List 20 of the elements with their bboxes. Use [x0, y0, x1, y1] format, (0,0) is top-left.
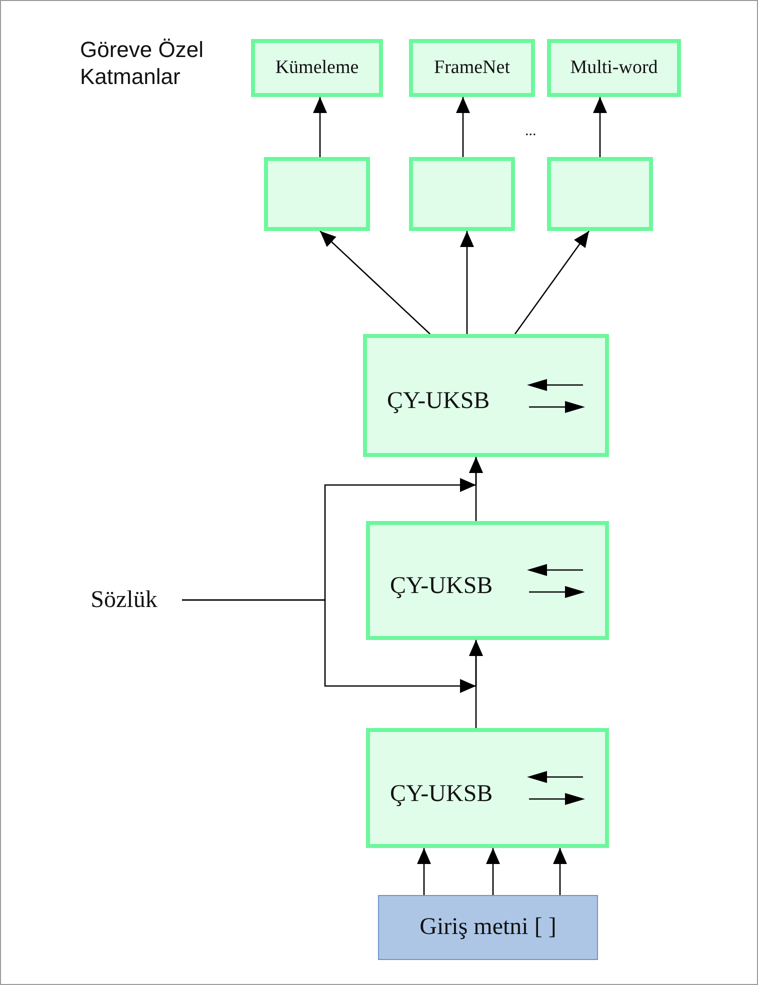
task-box	[409, 39, 535, 97]
layer-box	[366, 728, 609, 848]
node-label: Sözlük	[90, 586, 158, 614]
box-label: Kümeleme	[275, 57, 359, 79]
box-label: ÇY-UKSB	[387, 388, 490, 415]
empty-box	[264, 157, 370, 231]
box-label: FrameNet	[434, 57, 510, 79]
empty-box	[409, 157, 515, 231]
section-label: Göreve Özel Katmanlar	[80, 36, 204, 90]
task-box	[251, 39, 383, 97]
box-label: Multi-word	[570, 57, 658, 79]
layer-box	[363, 334, 609, 457]
empty-box	[547, 157, 653, 231]
box-label: ÇY-UKSB	[390, 780, 493, 808]
ellipsis: ...	[525, 122, 536, 141]
box-label: Giriş metni [ ]	[420, 914, 556, 941]
task-box	[547, 39, 681, 97]
input-box	[378, 895, 598, 960]
layer-box	[366, 521, 609, 640]
box-label: ÇY-UKSB	[390, 573, 493, 600]
